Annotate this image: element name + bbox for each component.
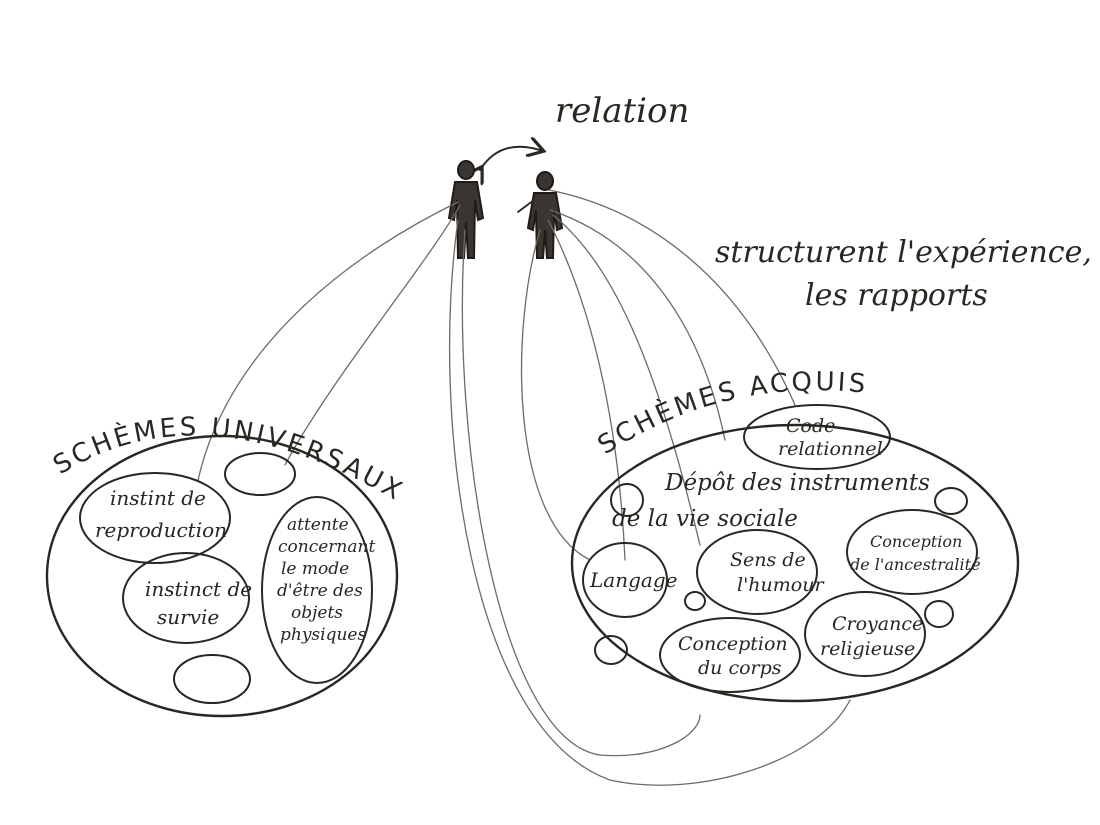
religion-label-line2: religieuse: [820, 638, 915, 660]
humour-label-line2: l'humour: [737, 574, 825, 596]
reproduction-label-line1: instint de: [110, 486, 206, 510]
experience-label-line2: les rapports: [805, 278, 988, 313]
empty-dot-1: [610, 483, 644, 517]
reproduction-label-line2: reproduction: [95, 518, 227, 542]
body-label-line1: Conception: [678, 633, 788, 655]
code-bubble: [743, 404, 891, 470]
langage-bubble: [582, 542, 668, 618]
person-left-icon: [447, 160, 485, 259]
acquired-caption-line2: de la vie sociale: [612, 506, 798, 532]
empty-dot-2: [934, 487, 968, 515]
expectation-label: attente concernant le mode d'être des ob…: [277, 515, 381, 645]
empty-bubble-bottom: [173, 654, 251, 704]
survival-label-line2: survie: [157, 605, 219, 629]
link-right-code: [548, 189, 796, 406]
link-right-langage-2: [520, 229, 591, 561]
religion-label-line1: Croyance: [832, 613, 923, 635]
experience-label-line1: structurent l'expérience,: [715, 235, 1092, 270]
acquired-ellipse: [570, 423, 1020, 703]
ancestral-bubble: [846, 509, 978, 595]
humour-bubble: [696, 529, 818, 615]
link-left-universal: [284, 204, 461, 466]
body-bubble: [659, 617, 801, 693]
relation-label: relation: [555, 91, 689, 131]
universal-ellipse: [45, 434, 399, 718]
ancestral-label-line1: Conception: [870, 532, 962, 551]
person-right-icon: [517, 171, 564, 259]
relation-arrow: [480, 147, 540, 170]
religion-bubble: [804, 591, 926, 677]
code-label-line1: Code: [786, 415, 835, 437]
universal-schemes-group: SCHÈMES UNIVERSAUX instint de reproducti…: [45, 412, 409, 718]
acquired-schemes-group: SCHÈMES ACQUIS Code relationnel Dépôt de…: [570, 367, 1020, 703]
connection-lines: [197, 189, 851, 786]
code-label-line2: relationnel: [778, 438, 883, 460]
universal-title: SCHÈMES UNIVERSAUX: [48, 412, 409, 507]
link-right-humour: [552, 214, 701, 546]
reproduction-bubble: [79, 472, 231, 564]
survival-label-line1: instinct de: [145, 577, 252, 601]
empty-dot-4: [594, 635, 628, 665]
survival-bubble: [122, 552, 250, 644]
acquired-caption-line1: Dépôt des instruments: [664, 470, 930, 496]
humour-label-line1: Sens de: [730, 549, 806, 571]
link-left-reproduction: [197, 201, 459, 481]
link-left-religion: [448, 219, 851, 786]
ancestral-label-line2: de l'ancestralité: [850, 555, 981, 574]
body-label-line2: du corps: [698, 657, 782, 679]
empty-bubble-top: [224, 452, 296, 496]
link-right-caption: [549, 209, 726, 441]
langage-label: Langage: [589, 568, 677, 592]
expectation-bubble: [261, 496, 373, 684]
empty-dot-5: [924, 600, 954, 628]
link-left-body: [461, 229, 701, 757]
empty-dot-3: [684, 591, 706, 611]
